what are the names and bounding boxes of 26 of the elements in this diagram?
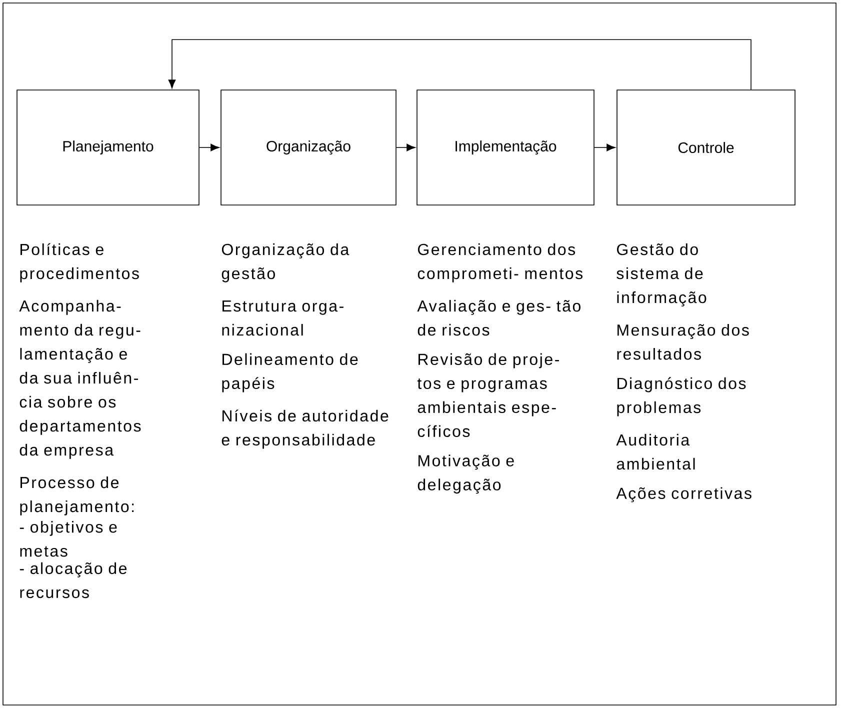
list-item: Gerenciamento dos comprometi- mentos [418,243,582,282]
list-item: - alocação de recursos [20,562,127,598]
process-box: Planejamento [16,90,200,206]
list-item: Auditoria ambiental [616,434,695,470]
arrow [594,144,616,152]
list-item: Revisão de proje- tos e programas ambientais espe- cíficos [417,353,559,438]
list-item: Motivação e delegação [418,454,514,494]
list-item: Níveis de autoridade e responsabilidade [222,410,388,449]
arrow [396,144,416,152]
process-box: Implementação [416,90,594,206]
list-item: Gestão do sistema de informação [616,243,706,306]
list-item: Avaliação e ges- tão de riscos [417,300,580,336]
list-item: Mensuração dos resultados [617,324,749,360]
list-item: Diagnóstico dos problemas [617,377,746,416]
list-item: Acompanha- mento da regu- lamentação e da sua influên- cia sobre os departamentos da empresa [19,300,141,459]
list-item: Estrutura orga- nizacional [222,300,344,336]
list-item: Organização da gestão [222,243,350,282]
process-box: Organização [220,90,396,206]
arrow [168,39,752,90]
list-item: Processo de planejamento: [20,476,134,516]
list-item: Políticas e procedimentos [20,243,139,282]
list-item: Ações corretivas [616,487,752,502]
process-box: Controle [616,90,796,206]
arrow [199,144,220,152]
list-item: Delineamento de papéis [222,353,358,392]
list-item: - objetivos e metas [20,520,117,557]
